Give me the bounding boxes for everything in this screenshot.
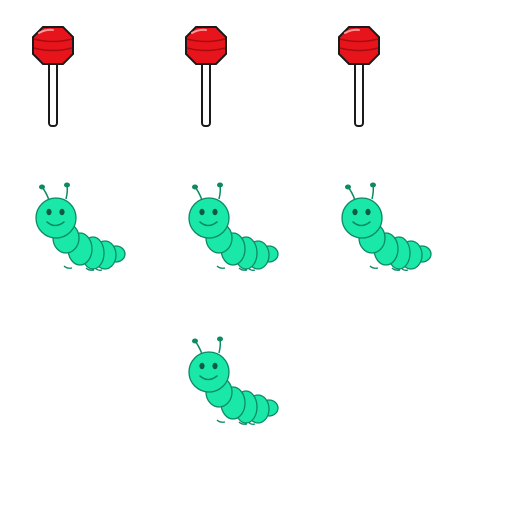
caterpillar-icon	[341, 182, 432, 271]
caterpillar-icon	[35, 182, 126, 271]
lollipop-icon	[338, 26, 380, 127]
caterpillar-icon	[188, 336, 279, 425]
lollipop-icon	[185, 26, 227, 127]
lollipop-icon	[32, 26, 74, 127]
caterpillar-icon	[188, 182, 279, 271]
